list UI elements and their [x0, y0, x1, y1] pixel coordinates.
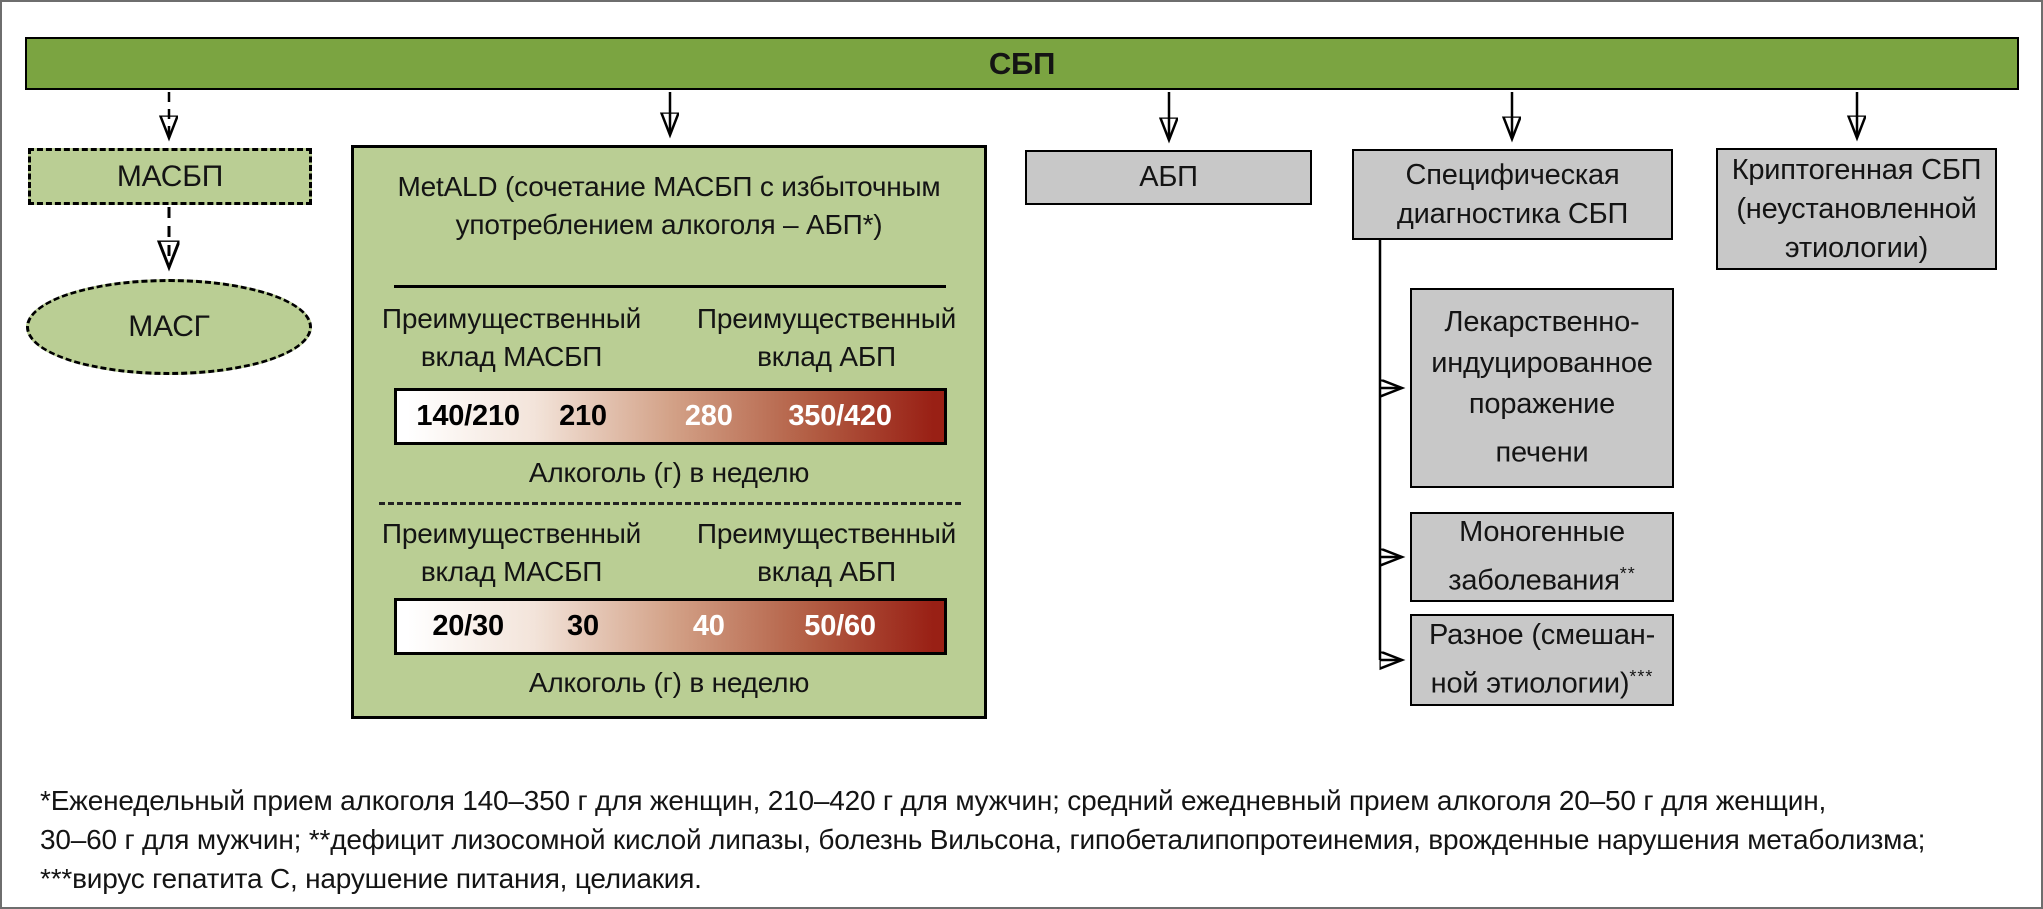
node-miscellaneous-asterisks: ***	[1629, 666, 1654, 687]
scale1-value-4: 350/420	[788, 400, 892, 432]
node-cryptogenic-label: Криптогенная СБП (неустановленной этиоло…	[1731, 153, 1982, 264]
scale1-left-header: Преимущественный вклад МАСБП	[381, 303, 642, 372]
node-abp: АБП	[1025, 150, 1312, 205]
node-masg-ellipse: МАСГ	[26, 279, 312, 375]
node-specific-diagnostics: Специфическая диагностика СБП	[1352, 149, 1673, 240]
node-cryptogenic: Криптогенная СБП (неустановленной этиоло…	[1716, 148, 1997, 270]
scale1-gradient-bar: 140/210 210 280 350/420	[394, 388, 947, 445]
scale2-left-header: Преимущественный вклад МАСБП	[381, 518, 642, 587]
scale2-right-header: Преимущественный вклад АБП	[696, 518, 957, 587]
root-node-sbp: СБП	[25, 37, 2019, 90]
scale2-headers: Преимущественный вклад МАСБП Преимуществ…	[354, 515, 984, 591]
node-drug-induced: Лекарственно- индуцированное поражение п…	[1410, 288, 1674, 488]
node-monogenic-asterisks: **	[1619, 563, 1636, 584]
node-masbp: МАСБП	[28, 148, 312, 205]
scale1-caption: Алкоголь (г) в неделю	[528, 457, 810, 488]
node-abp-label: АБП	[1139, 161, 1198, 193]
scale1-headers: Преимущественный вклад МАСБП Преимуществ…	[354, 300, 984, 376]
scale1-right-header: Преимущественный вклад АБП	[696, 303, 957, 372]
node-masg-label: МАСГ	[128, 310, 210, 343]
scale2-value-4: 50/60	[804, 610, 876, 642]
scale2-value-2: 30	[567, 610, 599, 642]
node-monogenic: Моногенные заболевания**	[1410, 512, 1674, 602]
scale2-gradient-bar: 20/30 30 40 50/60	[394, 598, 947, 655]
root-node-label: СБП	[988, 45, 1056, 81]
scale1-value-1: 140/210	[416, 400, 520, 432]
solid-divider	[394, 285, 946, 288]
scale1-value-2: 210	[559, 400, 607, 432]
scale2-value-1: 20/30	[432, 610, 504, 642]
node-specific-label: Специфическая диагностика СБП	[1396, 158, 1629, 230]
node-monogenic-label: Моногенные заболевания	[1448, 516, 1625, 597]
metald-title: MetALD (сочетание МАСБП с избыточным упо…	[397, 171, 941, 240]
scale2-caption: Алкоголь (г) в неделю	[528, 667, 810, 698]
node-masbp-label: МАСБП	[116, 159, 224, 193]
scale2-value-3: 40	[692, 610, 725, 642]
node-drug-induced-label: Лекарственно- индуцированное поражение п…	[1431, 306, 1653, 469]
panel-metald: MetALD (сочетание МАСБП с избыточным упо…	[351, 145, 987, 719]
footnote: *Еженедельный прием алкоголя 140–350 г д…	[40, 785, 1926, 894]
dashed-divider	[379, 502, 961, 505]
scale1-value-3: 280	[684, 400, 733, 432]
node-miscellaneous: Разное (смешан- ной этиологии)***	[1410, 614, 1674, 706]
node-miscellaneous-label: Разное (смешан- ной этиологии)	[1428, 619, 1656, 700]
